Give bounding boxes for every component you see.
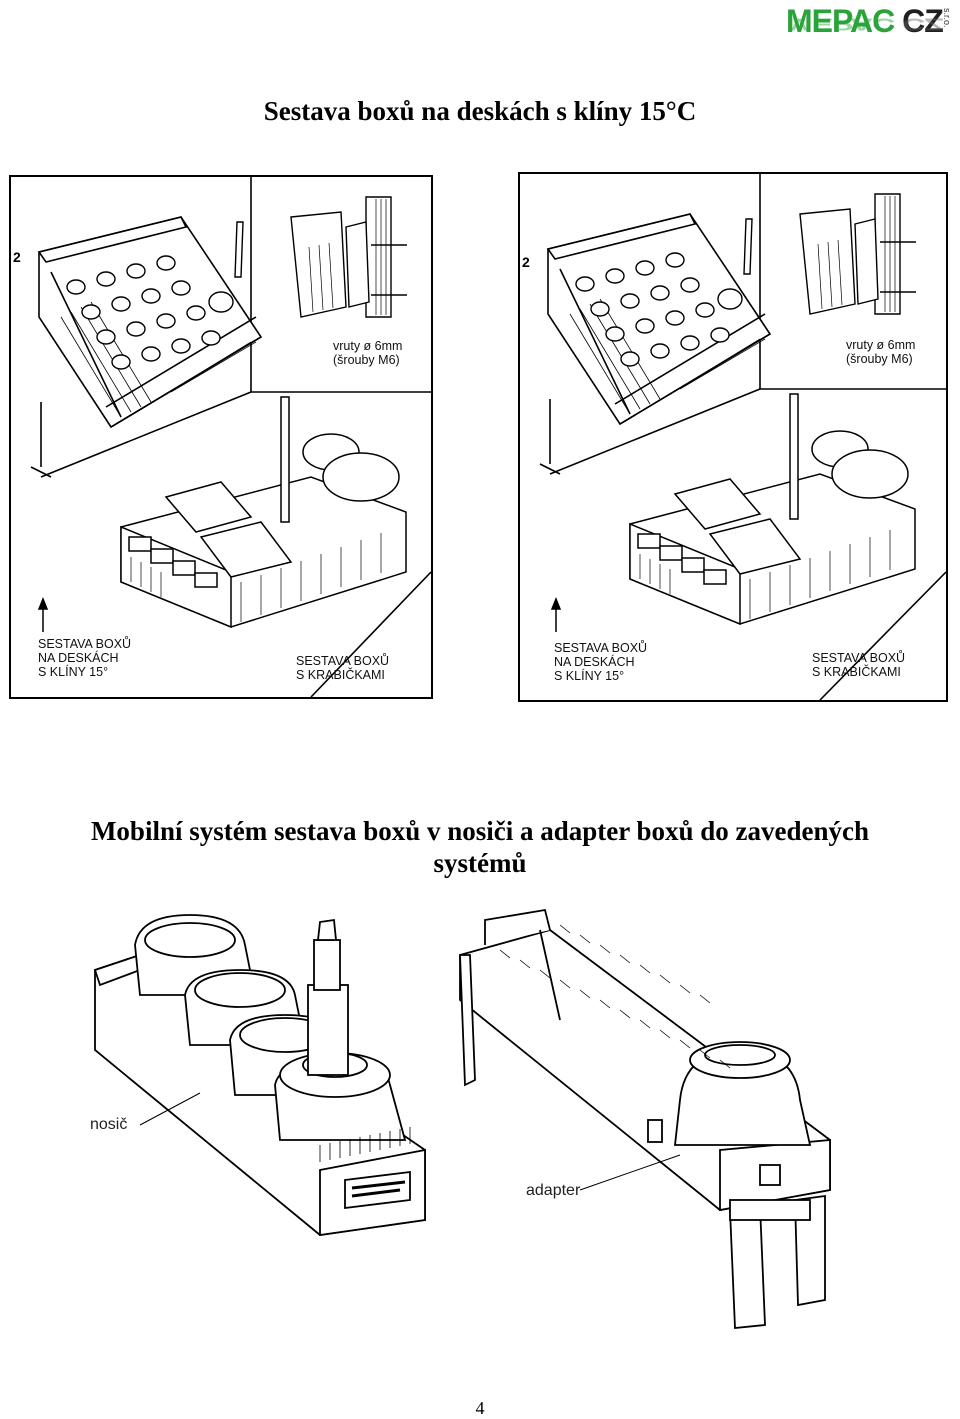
carrier-and-adapter-drawing — [93, 908, 831, 1329]
panel-number: 2 — [13, 249, 21, 265]
carrier-callout: nosič — [90, 1116, 128, 1133]
screw-label: vruty ø 6mm (šrouby M6) — [846, 338, 916, 366]
boxes-on-wedge-boards-drawing — [30, 177, 431, 697]
mobile-system-illustration: nosič adapter — [80, 900, 880, 1340]
page-title: Sestava boxů na deskách s klíny 15°C — [263, 96, 697, 126]
boxes-on-wedge-boards-drawing-copy — [539, 174, 946, 700]
logo-reflection: MEPAC CZ — [786, 14, 943, 35]
illustration-panel-right: 2 vruty ø 6mm (šrouby M6) SESTAVA BOXŮ N… — [518, 172, 948, 702]
wedge-set-label: SESTAVA BOXŮ NA DESKÁCH S KLÍNY 15° — [38, 637, 132, 679]
adapter-callout: adapter — [526, 1182, 581, 1199]
panel-number: 2 — [522, 254, 530, 270]
logo-text: MEPAC CZ — [786, 3, 944, 39]
small-boxes-set-label: SESTAVA BOXŮ S KRABIČKAMI — [812, 651, 906, 679]
wedge-set-label: SESTAVA BOXŮ NA DESKÁCH S KLÍNY 15° — [554, 641, 648, 683]
mepac-logo: MEPAC CZ MEPAC CZ s.r.o. — [786, 4, 956, 56]
screw-label: vruty ø 6mm (šrouby M6) — [333, 339, 403, 367]
page-number: 4 — [475, 1398, 485, 1418]
small-boxes-set-label: SESTAVA BOXŮ S KRABIČKAMI — [296, 654, 390, 682]
logo-suffix: s.r.o. — [942, 8, 952, 28]
section-heading: Mobilní systém sestava boxů v nosiči a a… — [90, 816, 870, 878]
illustration-panel-left: 2 vruty ø 6mm (šrouby M6) SESTAVA BOXŮ N… — [9, 175, 433, 699]
